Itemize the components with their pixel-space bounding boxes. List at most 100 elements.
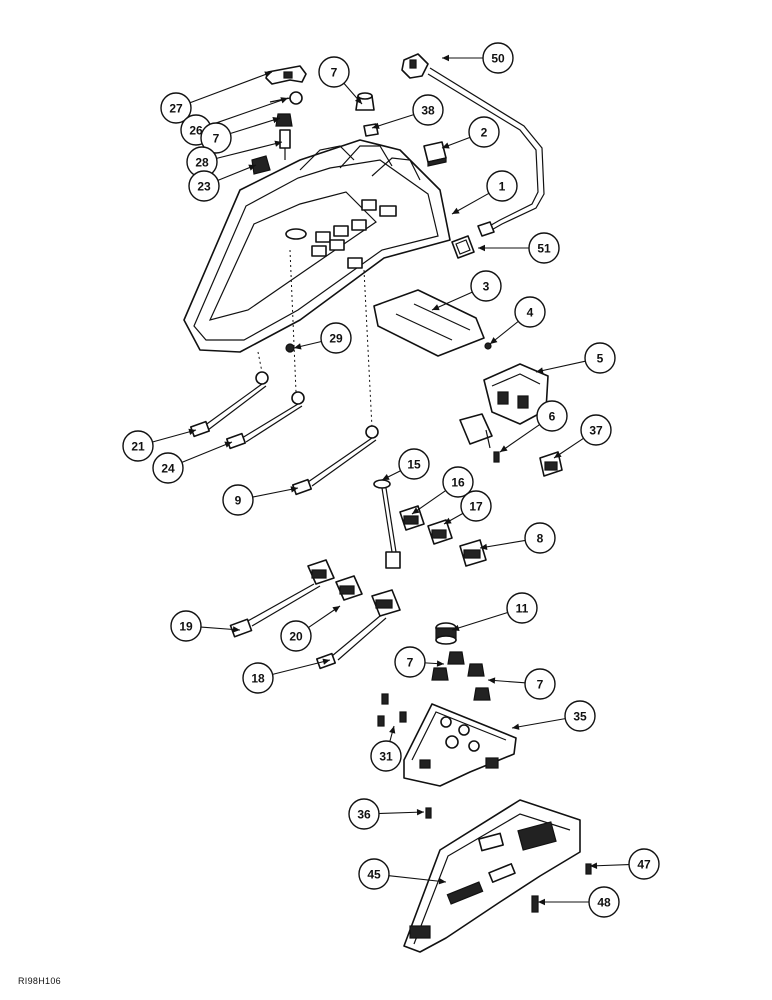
part-15-sender: [373, 479, 401, 569]
part-7-knob-left: [275, 113, 293, 127]
callout-arrowhead: [478, 244, 485, 252]
part-11-knob: [435, 622, 457, 645]
callout-bubble: [160, 92, 192, 124]
callout-label: 50: [491, 52, 505, 66]
callout-arrowhead: [188, 428, 196, 435]
callout-label: 38: [421, 104, 435, 118]
callout-bubble: [442, 466, 474, 498]
callout-leader: [189, 71, 273, 104]
callout-bubble: [412, 94, 444, 126]
part-36-screw: [425, 807, 432, 819]
part-19-harness: [229, 559, 335, 638]
callout-arrowhead: [322, 658, 330, 665]
callout-leader: [209, 97, 289, 126]
callout-label: 21: [131, 440, 145, 454]
callout-label: 27: [169, 102, 183, 116]
callout-label: 51: [537, 242, 551, 256]
callout-9: 9: [222, 484, 299, 516]
callout-arrowhead: [416, 809, 424, 816]
callout-label: 6: [549, 410, 556, 424]
callout-37: 37: [553, 414, 612, 459]
callout-arrowhead: [224, 441, 232, 448]
callout-bubble: [460, 490, 492, 522]
callout-7: 7: [200, 117, 281, 154]
part-24-harness: [225, 391, 305, 450]
callout-label: 18: [251, 672, 265, 686]
callout-label: 24: [161, 462, 175, 476]
callout-bubble: [200, 122, 232, 154]
callout-bubble: [524, 668, 556, 700]
callout-19: 19: [170, 610, 241, 642]
callout-leader: [230, 117, 281, 135]
callout-arrowhead: [452, 624, 460, 631]
callout-leader: [499, 424, 540, 453]
part-23-knob: [251, 155, 271, 175]
callout-arrowhead: [488, 677, 496, 684]
callout-arrowhead: [512, 723, 520, 730]
part-37-clip: [539, 451, 563, 477]
part-16-switch: [399, 505, 425, 531]
part-8-switch: [459, 539, 487, 567]
callout-label: 45: [367, 868, 381, 882]
callout-label: 48: [597, 896, 611, 910]
callout-7: 7: [487, 668, 556, 700]
callout-bubble: [470, 270, 502, 302]
callout-label: 47: [637, 858, 651, 872]
callout-arrowhead: [554, 451, 562, 458]
callout-bubble: [280, 620, 312, 652]
callout-bubble: [398, 448, 430, 480]
part-20-switch: [335, 575, 363, 601]
part-47-screw: [585, 863, 592, 875]
callout-bubble: [580, 414, 612, 446]
part-1-console: [183, 139, 451, 353]
callout-16: 16: [411, 466, 474, 515]
callout-21: 21: [122, 428, 197, 462]
callout-17: 17: [443, 490, 492, 525]
callout-arrowhead: [332, 606, 340, 613]
callout-18: 18: [242, 658, 331, 694]
callout-leader: [511, 718, 566, 729]
part-21-harness: [189, 371, 269, 438]
callout-bubble: [122, 430, 154, 462]
callout-3: 3: [431, 270, 502, 311]
callout-50: 50: [442, 42, 514, 74]
callout-label: 26: [189, 124, 203, 138]
callout-label: 35: [573, 710, 587, 724]
part-45-base: [403, 799, 581, 953]
callout-label: 16: [451, 476, 465, 490]
part-31-pins: [377, 693, 407, 727]
part-3-plate: [373, 289, 485, 357]
callout-leader: [252, 487, 299, 498]
callout-leader: [479, 539, 526, 549]
callout-45: 45: [358, 858, 447, 890]
part-7-knobs-lower: [431, 651, 491, 701]
callout-label: 2: [481, 126, 488, 140]
callout-bubble: [222, 484, 254, 516]
callout-36: 36: [348, 798, 425, 830]
callout-leader: [371, 114, 414, 129]
callout-5: 5: [535, 342, 616, 374]
part-18-harness: [315, 589, 401, 670]
part-51-seal: [451, 235, 475, 259]
callout-leader: [378, 811, 425, 815]
callout-arrowhead: [432, 304, 440, 311]
callout-label: 28: [195, 156, 209, 170]
callout-4: 4: [489, 296, 546, 345]
callout-29: 29: [293, 322, 352, 354]
callout-label: 5: [597, 352, 604, 366]
callout-bubble: [188, 170, 220, 202]
callout-label: 7: [407, 656, 414, 670]
callout-bubble: [588, 886, 620, 918]
callout-arrowhead: [232, 626, 240, 633]
callout-leader: [535, 360, 586, 373]
callout-8: 8: [479, 522, 556, 554]
callout-bubble: [628, 848, 660, 880]
callout-7: 7: [318, 56, 363, 105]
callout-label: 19: [179, 620, 193, 634]
callout-label: 20: [289, 630, 303, 644]
callout-bubble: [564, 700, 596, 732]
callout-bubble: [152, 452, 184, 484]
callout-label: 36: [357, 808, 371, 822]
callout-35: 35: [511, 700, 596, 732]
callout-leader: [272, 659, 331, 675]
